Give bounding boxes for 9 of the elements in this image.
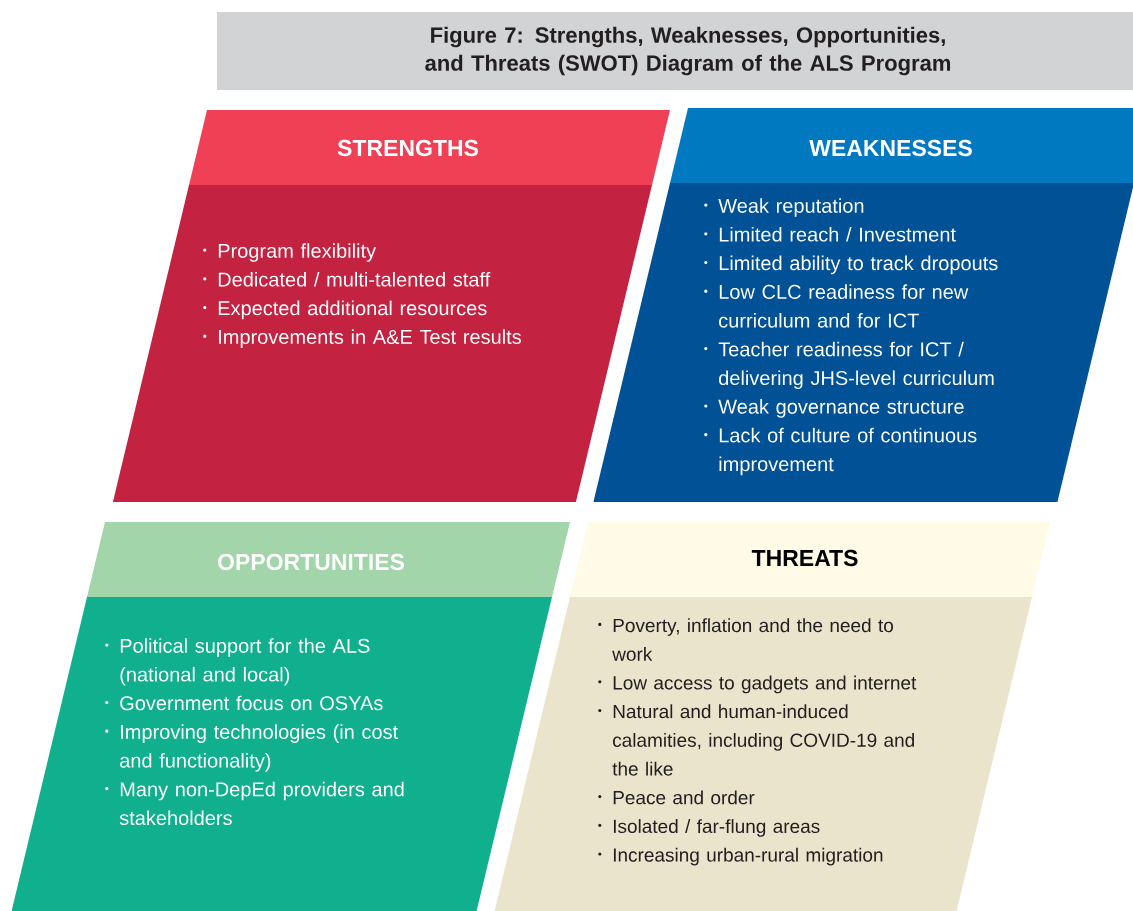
node-label: OPPORTUNITIES bbox=[218, 553, 405, 571]
node-label: THREATS bbox=[751, 549, 858, 567]
node-label: STRENGTHS bbox=[337, 139, 479, 157]
title-banner: Figure 7: Strengths, Weaknesses, Opportunities, and Threats (SWOT) Diagram of the ALS Program bbox=[217, 12, 1133, 90]
node-label: WEAKNESSES bbox=[809, 139, 972, 157]
swot-quadrant: WEAKNESSES Weak reputation Limited reach / Investment Limited ability to track dropouts Low CLC readiness for new curriculum and for ICT Teacher readiness for ICT / delivering JHS-level curriculum Weak governance structure Lack of culture of continuous improvement bbox=[593, 108, 1133, 502]
swot-quadrant: OPPORTUNITIES Political support for the ALS (national and local) Government focus on OSYAs Improving technologies (in cost and functionality) Many non-DepEd providers and stakeholders bbox=[11, 522, 570, 911]
swot-quadrant: THREATS Poverty, inflation and the need to work Low access to gadgets and internet Natural and human-induced calamities, including COVID-19 and the like Peace and order Isolated / far-flung areas Increasing urban-rural migration bbox=[494, 522, 1050, 911]
swot-quadrant: STRENGTHS Program flexibility Dedicated / multi-talented staff Expected additional resources Improvements in A&E Test results bbox=[112, 110, 670, 502]
